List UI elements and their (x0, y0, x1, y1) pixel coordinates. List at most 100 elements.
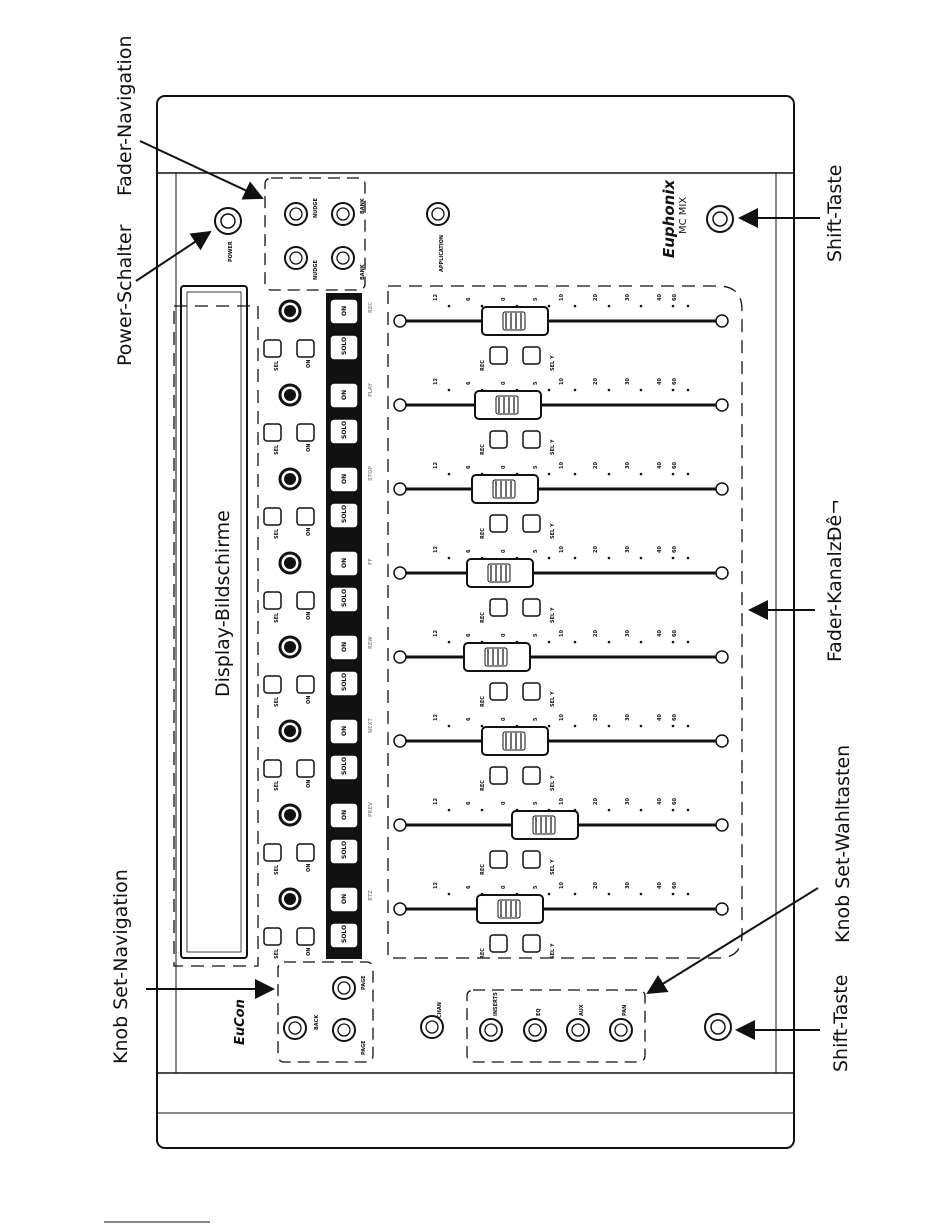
scale-dot (607, 472, 611, 476)
pan-label: PAN (622, 1005, 628, 1016)
on-button[interactable] (329, 886, 359, 913)
scale-label: 0 (501, 297, 507, 301)
on-small-label: ON (306, 696, 312, 704)
sel-button[interactable] (263, 507, 282, 526)
on-small-button[interactable] (296, 675, 315, 694)
scale-dot (573, 724, 577, 728)
sel-button[interactable] (263, 339, 282, 358)
eq-button[interactable] (523, 1018, 547, 1042)
solo-button[interactable] (329, 586, 359, 613)
shift-button-top[interactable] (706, 205, 734, 233)
scale-dot (607, 304, 611, 308)
on-small-button[interactable] (296, 507, 315, 526)
scale-label: 30 (625, 714, 631, 721)
scale-label: 20 (593, 630, 599, 637)
transport-label: REW (368, 636, 374, 649)
sel-y-button[interactable] (522, 682, 541, 701)
on-small-button[interactable] (296, 843, 315, 862)
scale-dot (671, 388, 675, 392)
chan-button[interactable] (420, 1015, 444, 1039)
bank-up-button[interactable] (331, 202, 355, 226)
scale-label: 40 (657, 798, 663, 805)
rec-button[interactable] (489, 934, 508, 953)
rec-button[interactable] (489, 850, 508, 869)
on-button[interactable] (329, 550, 359, 577)
scale-label: 10 (559, 798, 565, 805)
rec-button[interactable] (489, 514, 508, 533)
rec-button[interactable] (489, 682, 508, 701)
solo-button[interactable] (329, 670, 359, 697)
application-label: APPLICATION (439, 235, 445, 272)
sel-y-button[interactable] (522, 934, 541, 953)
scale-label: 30 (625, 294, 631, 301)
back-button[interactable] (283, 1016, 307, 1040)
sel-y-button[interactable] (522, 598, 541, 617)
on-button[interactable] (329, 802, 359, 829)
power-button[interactable] (214, 207, 242, 235)
sel-button[interactable] (263, 759, 282, 778)
scale-label: 5 (533, 717, 539, 721)
sel-button[interactable] (263, 927, 282, 946)
sel-button[interactable] (263, 423, 282, 442)
on-button[interactable] (329, 298, 359, 325)
solo-button-label: SOLO (341, 757, 348, 775)
bank-down-button[interactable] (331, 246, 355, 270)
nudge-down-button[interactable] (284, 246, 308, 270)
scale-label: 0 (501, 717, 507, 721)
scale-label: 6 (466, 633, 472, 637)
sel-y-label: SEL Y (550, 859, 556, 875)
scale-dot (547, 388, 551, 392)
solo-button[interactable] (329, 418, 359, 445)
rec-button[interactable] (489, 598, 508, 617)
nudge-up-button[interactable] (284, 202, 308, 226)
sel-y-button[interactable] (522, 346, 541, 365)
rec-button[interactable] (489, 430, 508, 449)
on-small-button[interactable] (296, 927, 315, 946)
solo-button[interactable] (329, 922, 359, 949)
sel-y-button[interactable] (522, 766, 541, 785)
on-button-label: ON (341, 642, 348, 652)
scale-label: 60 (672, 462, 678, 469)
rec-button[interactable] (489, 346, 508, 365)
sel-button[interactable] (263, 591, 282, 610)
sel-y-label: SEL Y (550, 523, 556, 539)
on-button[interactable] (329, 634, 359, 661)
solo-button[interactable] (329, 838, 359, 865)
page-up-button[interactable] (332, 976, 356, 1000)
rec-button[interactable] (489, 766, 508, 785)
sel-button[interactable] (263, 675, 282, 694)
on-small-button[interactable] (296, 423, 315, 442)
on-small-button[interactable] (296, 591, 315, 610)
scale-label: 12 (433, 462, 439, 469)
sel-y-button[interactable] (522, 850, 541, 869)
scale-dot (573, 892, 577, 896)
sel-y-button[interactable] (522, 514, 541, 533)
sel-y-label: SEL Y (550, 355, 556, 371)
on-button[interactable] (329, 466, 359, 493)
on-button[interactable] (329, 718, 359, 745)
scale-label: 10 (559, 630, 565, 637)
aux-button[interactable] (566, 1018, 590, 1042)
solo-button[interactable] (329, 502, 359, 529)
scale-label: 60 (672, 378, 678, 385)
application-button[interactable] (426, 202, 450, 226)
solo-button[interactable] (329, 334, 359, 361)
sel-y-button[interactable] (522, 430, 541, 449)
on-small-button[interactable] (296, 759, 315, 778)
on-button[interactable] (329, 382, 359, 409)
scale-dot (686, 640, 690, 644)
on-small-label: ON (306, 948, 312, 956)
on-button-label: ON (341, 894, 348, 904)
shift-button-bottom[interactable] (704, 1013, 732, 1041)
pan-button[interactable] (609, 1018, 633, 1042)
scale-dot (607, 892, 611, 896)
sel-button[interactable] (263, 843, 282, 862)
fader-cap-grip (532, 815, 556, 835)
inserts-button[interactable] (479, 1018, 503, 1042)
solo-button[interactable] (329, 754, 359, 781)
on-small-button[interactable] (296, 339, 315, 358)
scale-label: 60 (672, 714, 678, 721)
page-down-button[interactable] (332, 1018, 356, 1042)
scale-label: 5 (533, 633, 539, 637)
